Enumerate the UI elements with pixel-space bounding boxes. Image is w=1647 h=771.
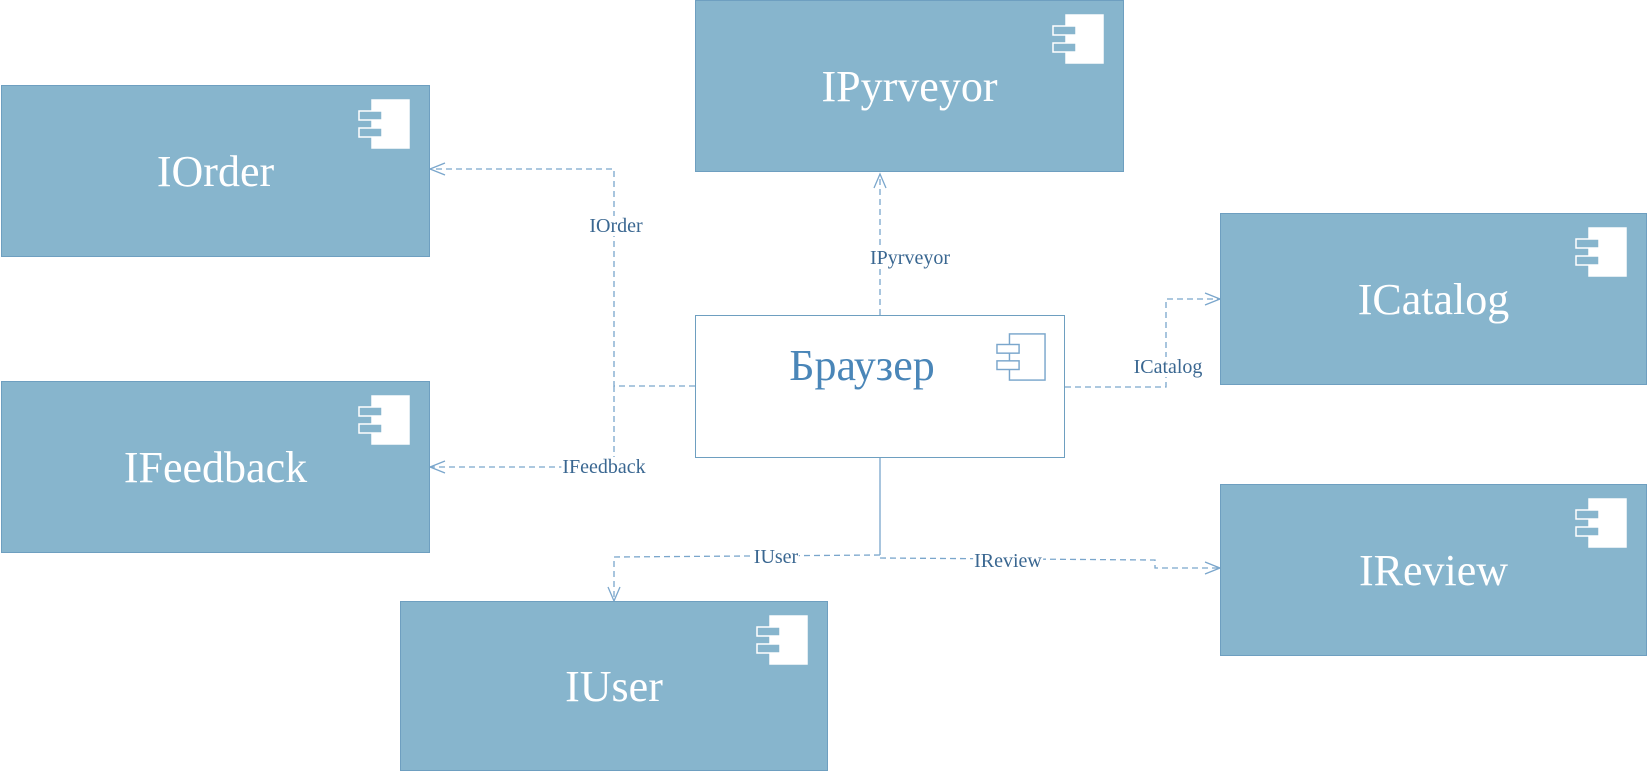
component-icatalog[interactable]: ICatalog — [1220, 213, 1647, 385]
component-iuser[interactable]: IUser — [400, 601, 828, 771]
connector-label-iorder: IOrder — [588, 215, 644, 237]
connector-label-ireview: IReview — [973, 550, 1043, 572]
connector-label-ifeedback: IFeedback — [561, 456, 647, 478]
component-title: IUser — [565, 662, 663, 711]
component-iorder[interactable]: IOrder — [1, 85, 430, 257]
arrowhead-iorder — [428, 162, 446, 176]
connector-icatalog — [1065, 298, 1220, 388]
component-title: IOrder — [156, 147, 275, 196]
component-title: Браузер — [789, 341, 935, 390]
connector-ireview — [879, 557, 1220, 569]
component-icon — [996, 333, 1046, 381]
component-icon — [1575, 227, 1627, 277]
connector-ifeedback — [430, 386, 615, 468]
component-icon — [1052, 14, 1104, 64]
arrowhead-ipyrveyor — [873, 172, 887, 189]
component-icon — [756, 615, 808, 665]
connector-label-iuser: IUser — [752, 546, 800, 568]
component-icon — [1575, 498, 1627, 548]
connector-iorder — [430, 168, 695, 387]
component-title: IFeedback — [123, 443, 308, 492]
component-ireview[interactable]: IReview — [1220, 484, 1647, 656]
component-icon — [358, 99, 410, 149]
connector-label-ipyrveyor: IPyrveyor — [869, 247, 951, 269]
arrowhead-ifeedback — [428, 460, 446, 474]
component-ifeedback[interactable]: IFeedback — [1, 381, 430, 553]
component-title: IPyrveyor — [821, 62, 998, 111]
connector-iuser — [613, 554, 881, 600]
component-title: ICatalog — [1357, 275, 1510, 324]
component-browser[interactable]: Браузер — [695, 315, 1065, 458]
connector-label-icatalog: ICatalog — [1132, 356, 1204, 378]
component-ipyrveyor[interactable]: IPyrveyor — [695, 0, 1124, 172]
component-title: IReview — [1358, 546, 1509, 595]
component-icon — [358, 395, 410, 445]
